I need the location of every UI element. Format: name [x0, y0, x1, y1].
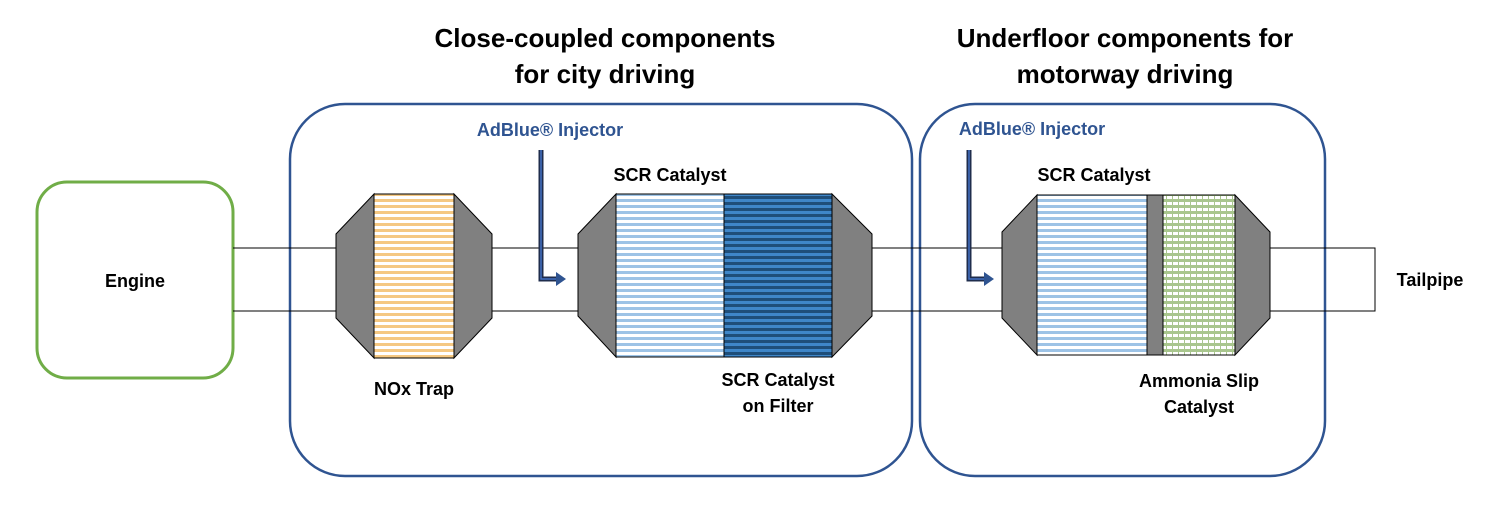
underfloor-title: Underfloor components for motorway drivi…	[930, 20, 1320, 92]
adblue-injector-label-2: AdBlue® Injector	[958, 119, 1106, 139]
nox-trap-label: NOx Trap	[373, 379, 455, 399]
nox-trap-outlet-cone	[453, 192, 493, 360]
close-coupled-title-line2: for city driving	[514, 59, 696, 89]
underfloor-group-box	[918, 102, 1327, 478]
underfloor-title-line2: motorway driving	[1016, 59, 1234, 89]
scr-inlet-cone	[577, 192, 617, 359]
adblue-injector-arrow-2	[966, 150, 994, 286]
tailpipe-label: Tailpipe	[1396, 270, 1464, 290]
close-coupled-group-box	[288, 102, 914, 478]
engine-box	[35, 180, 235, 380]
ammonia-slip-label: Ammonia Slip Catalyst	[1124, 368, 1274, 420]
nox-trap-inlet-cone	[335, 192, 375, 360]
close-coupled-title: Close-coupled components for city drivin…	[410, 20, 800, 92]
underfloor-inlet-cone	[1001, 193, 1038, 357]
ammonia-slip-label-line1: Ammonia Slip	[1138, 371, 1259, 391]
nox-trap-body	[373, 193, 455, 359]
ammonia-slip-label-line2: Catalyst	[1163, 397, 1235, 417]
scr-on-filter-body	[723, 193, 833, 358]
scr-catalyst-body	[615, 193, 725, 358]
scr-on-filter-label: SCR Catalyst on Filter	[706, 367, 850, 419]
scr-on-filter-label-line2: on Filter	[742, 396, 814, 416]
underfloor-title-line1: Underfloor components for	[956, 23, 1294, 53]
nox-trap-unit	[335, 192, 493, 360]
close-coupled-title-line1: Close-coupled components	[434, 23, 776, 53]
close-coupled-scr-unit	[577, 192, 873, 359]
underfloor-scr-catalyst-body	[1036, 194, 1148, 356]
scr-catalyst-label-2: SCR Catalyst	[1037, 165, 1151, 185]
scr-on-filter-label-line1: SCR Catalyst	[721, 370, 835, 390]
exhaust-pipe	[233, 247, 1376, 312]
adblue-injector-arrow-1	[538, 150, 566, 286]
scr-catalyst-label-1: SCR Catalyst	[613, 165, 727, 185]
ammonia-slip-catalyst-body	[1162, 194, 1236, 356]
underfloor-outlet-cone	[1234, 193, 1271, 357]
underfloor-scr-unit	[1001, 193, 1271, 357]
scr-outlet-cone	[831, 192, 873, 359]
underfloor-gap-section	[1146, 194, 1164, 356]
engine-label: Engine	[104, 271, 165, 291]
adblue-injector-label-1: AdBlue® Injector	[476, 120, 624, 140]
